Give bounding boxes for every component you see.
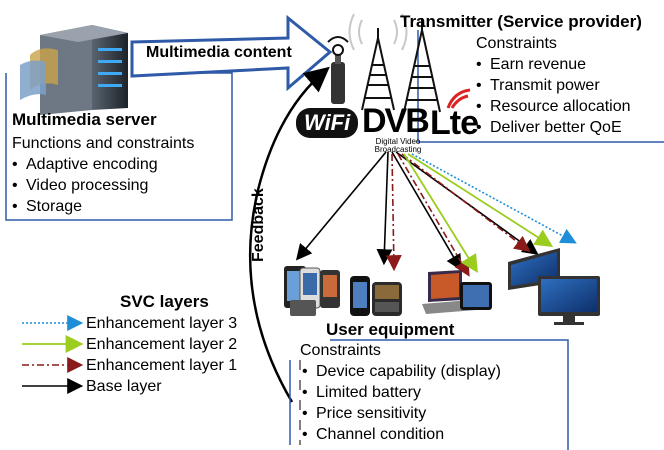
transmitter-subtitle: Constraints — [476, 35, 557, 52]
transmitter-item: Deliver better QoE — [476, 117, 631, 138]
user-equipment-item: Channel condition — [300, 424, 501, 445]
user-equipment-list: Constraints Device capability (display) … — [300, 340, 501, 445]
tablet-icon — [460, 282, 492, 310]
transmitter-item: Earn revenue — [476, 54, 631, 75]
user-equipment-item: Price sensitivity — [300, 403, 501, 424]
server-item: Adaptive encoding — [12, 154, 194, 175]
svc-legend-enhancement-3: Enhancement layer 3 — [86, 315, 238, 332]
lte-signal-icon — [446, 88, 471, 109]
desktop-monitor-icon — [538, 276, 600, 325]
transmission-arrows — [295, 151, 577, 277]
svc-legend: Enhancement layer 3 Enhancement layer 2 … — [86, 313, 237, 397]
server-panel: Multimedia server Functions and constrai… — [12, 110, 194, 217]
transmitter-box-outline — [417, 30, 664, 143]
server-item: Storage — [12, 196, 194, 217]
server-list: Functions and constraints Adaptive encod… — [12, 133, 194, 217]
smartphones-group-icon — [284, 266, 340, 316]
dvb-logo: DVB Digital Video Broadcasting — [362, 104, 434, 154]
touch-phone-icon — [350, 276, 370, 316]
slider-phone-icon — [372, 282, 402, 316]
wifi-logo: WiFi — [296, 108, 359, 138]
dvb-logo-text: DVB — [362, 102, 430, 140]
user-equipment-item: Device capability (display) — [300, 361, 501, 382]
transmitter-panel: Transmitter (Service provider) — [400, 12, 642, 32]
lte-tower-icon — [403, 18, 441, 113]
server-title: Multimedia server — [12, 110, 157, 129]
transmitter-item: Transmit power — [476, 75, 631, 96]
lte-logo: Lte — [430, 104, 479, 142]
svc-legend-title: SVC layers — [120, 292, 209, 311]
multimedia-content-label: Multimedia content — [146, 44, 292, 61]
transmitter-item: Resource allocation — [476, 96, 631, 117]
dvb-tower-icon — [361, 28, 395, 111]
dvb-logo-subtitle: Digital Video Broadcasting — [374, 137, 422, 154]
server-subtitle: Functions and constraints — [12, 135, 195, 152]
svc-legend-base: Base layer — [86, 378, 162, 395]
wifi-router-icon — [327, 36, 349, 104]
user-equipment-item: Limited battery — [300, 382, 501, 403]
svc-legend-lines — [22, 315, 84, 394]
signal-waves-icon — [348, 13, 408, 51]
transmitter-title: Transmitter (Service provider) — [400, 12, 642, 31]
svc-legend-enhancement-1: Enhancement layer 1 — [86, 357, 238, 374]
svc-legend-enhancement-2: Enhancement layer 2 — [86, 336, 238, 353]
user-equipment-title: User equipment — [326, 320, 455, 339]
server-icon — [20, 25, 128, 115]
feedback-arrow — [248, 66, 330, 403]
user-equipment-subtitle: Constraints — [300, 342, 381, 359]
transmitter-list: Constraints Earn revenue Transmit power … — [476, 33, 631, 138]
server-item: Video processing — [12, 175, 194, 196]
feedback-label: Feedback — [250, 188, 267, 262]
